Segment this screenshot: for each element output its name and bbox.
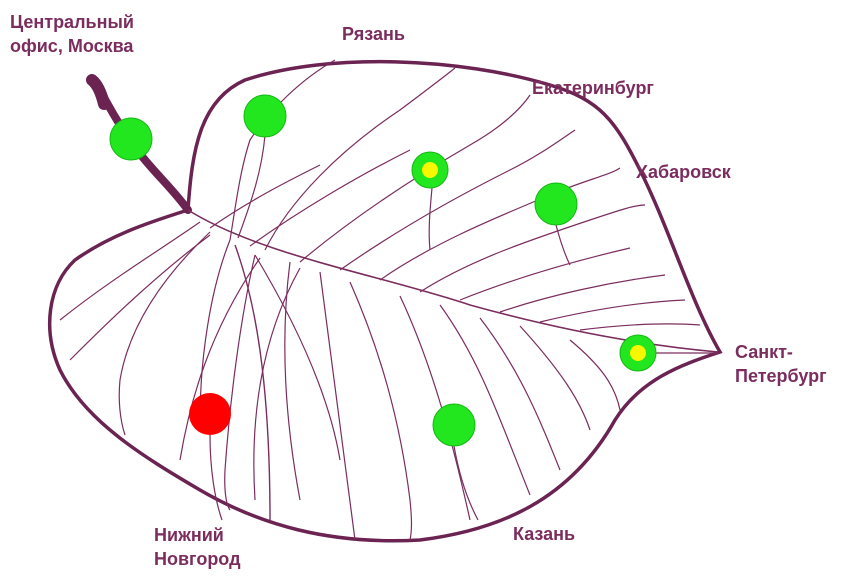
label-nizhny-novgorod-line2: Новгород [154, 549, 241, 569]
node-ryazan-status-circle [243, 94, 287, 138]
label-khabarovsk: Хабаровск [636, 162, 731, 182]
node-khabarovsk [534, 182, 578, 226]
node-kazan-status-circle [432, 403, 476, 447]
label-central-office-line1: Центральный [10, 12, 134, 32]
node-connectors [209, 134, 718, 521]
node-nizhny-novgorod-status-circle [189, 393, 231, 435]
node-ryazan [243, 94, 287, 138]
lower-veins [59, 221, 621, 541]
node-saint-petersburg [619, 334, 657, 372]
leaf-stem-tip [86, 74, 110, 110]
leaf-midrib-main [187, 209, 719, 353]
label-nizhny-novgorod: Нижний Новгород [154, 523, 241, 571]
label-kazan: Казань [513, 524, 576, 544]
label-saint-petersburg-line1: Санкт- [735, 342, 793, 362]
label-central-office: Центральный офис, Москва [10, 10, 134, 58]
node-nizhny-novgorod [189, 393, 231, 435]
node-kazan [432, 403, 476, 447]
node-ekaterinburg-warning-core [422, 162, 438, 178]
node-central-office [109, 117, 153, 161]
node-saint-petersburg-warning-core [630, 345, 646, 361]
label-ryazan: Рязань [342, 24, 405, 44]
label-saint-petersburg: Санкт- Петербург [735, 340, 827, 388]
node-khabarovsk-status-circle [534, 182, 578, 226]
leaf-outline [48, 59, 723, 543]
node-ekaterinburg [411, 151, 449, 189]
upper-veins [209, 59, 701, 331]
node-central-office-status-circle [109, 117, 153, 161]
office-nodes [109, 94, 657, 447]
label-saint-petersburg-line2: Петербург [735, 366, 827, 386]
label-central-office-line2: офис, Москва [10, 36, 134, 56]
label-ekaterinburg: Екатеринбург [532, 78, 654, 98]
leaf-midrib-lower [234, 244, 271, 521]
label-nizhny-novgorod-line1: Нижний [154, 525, 224, 545]
